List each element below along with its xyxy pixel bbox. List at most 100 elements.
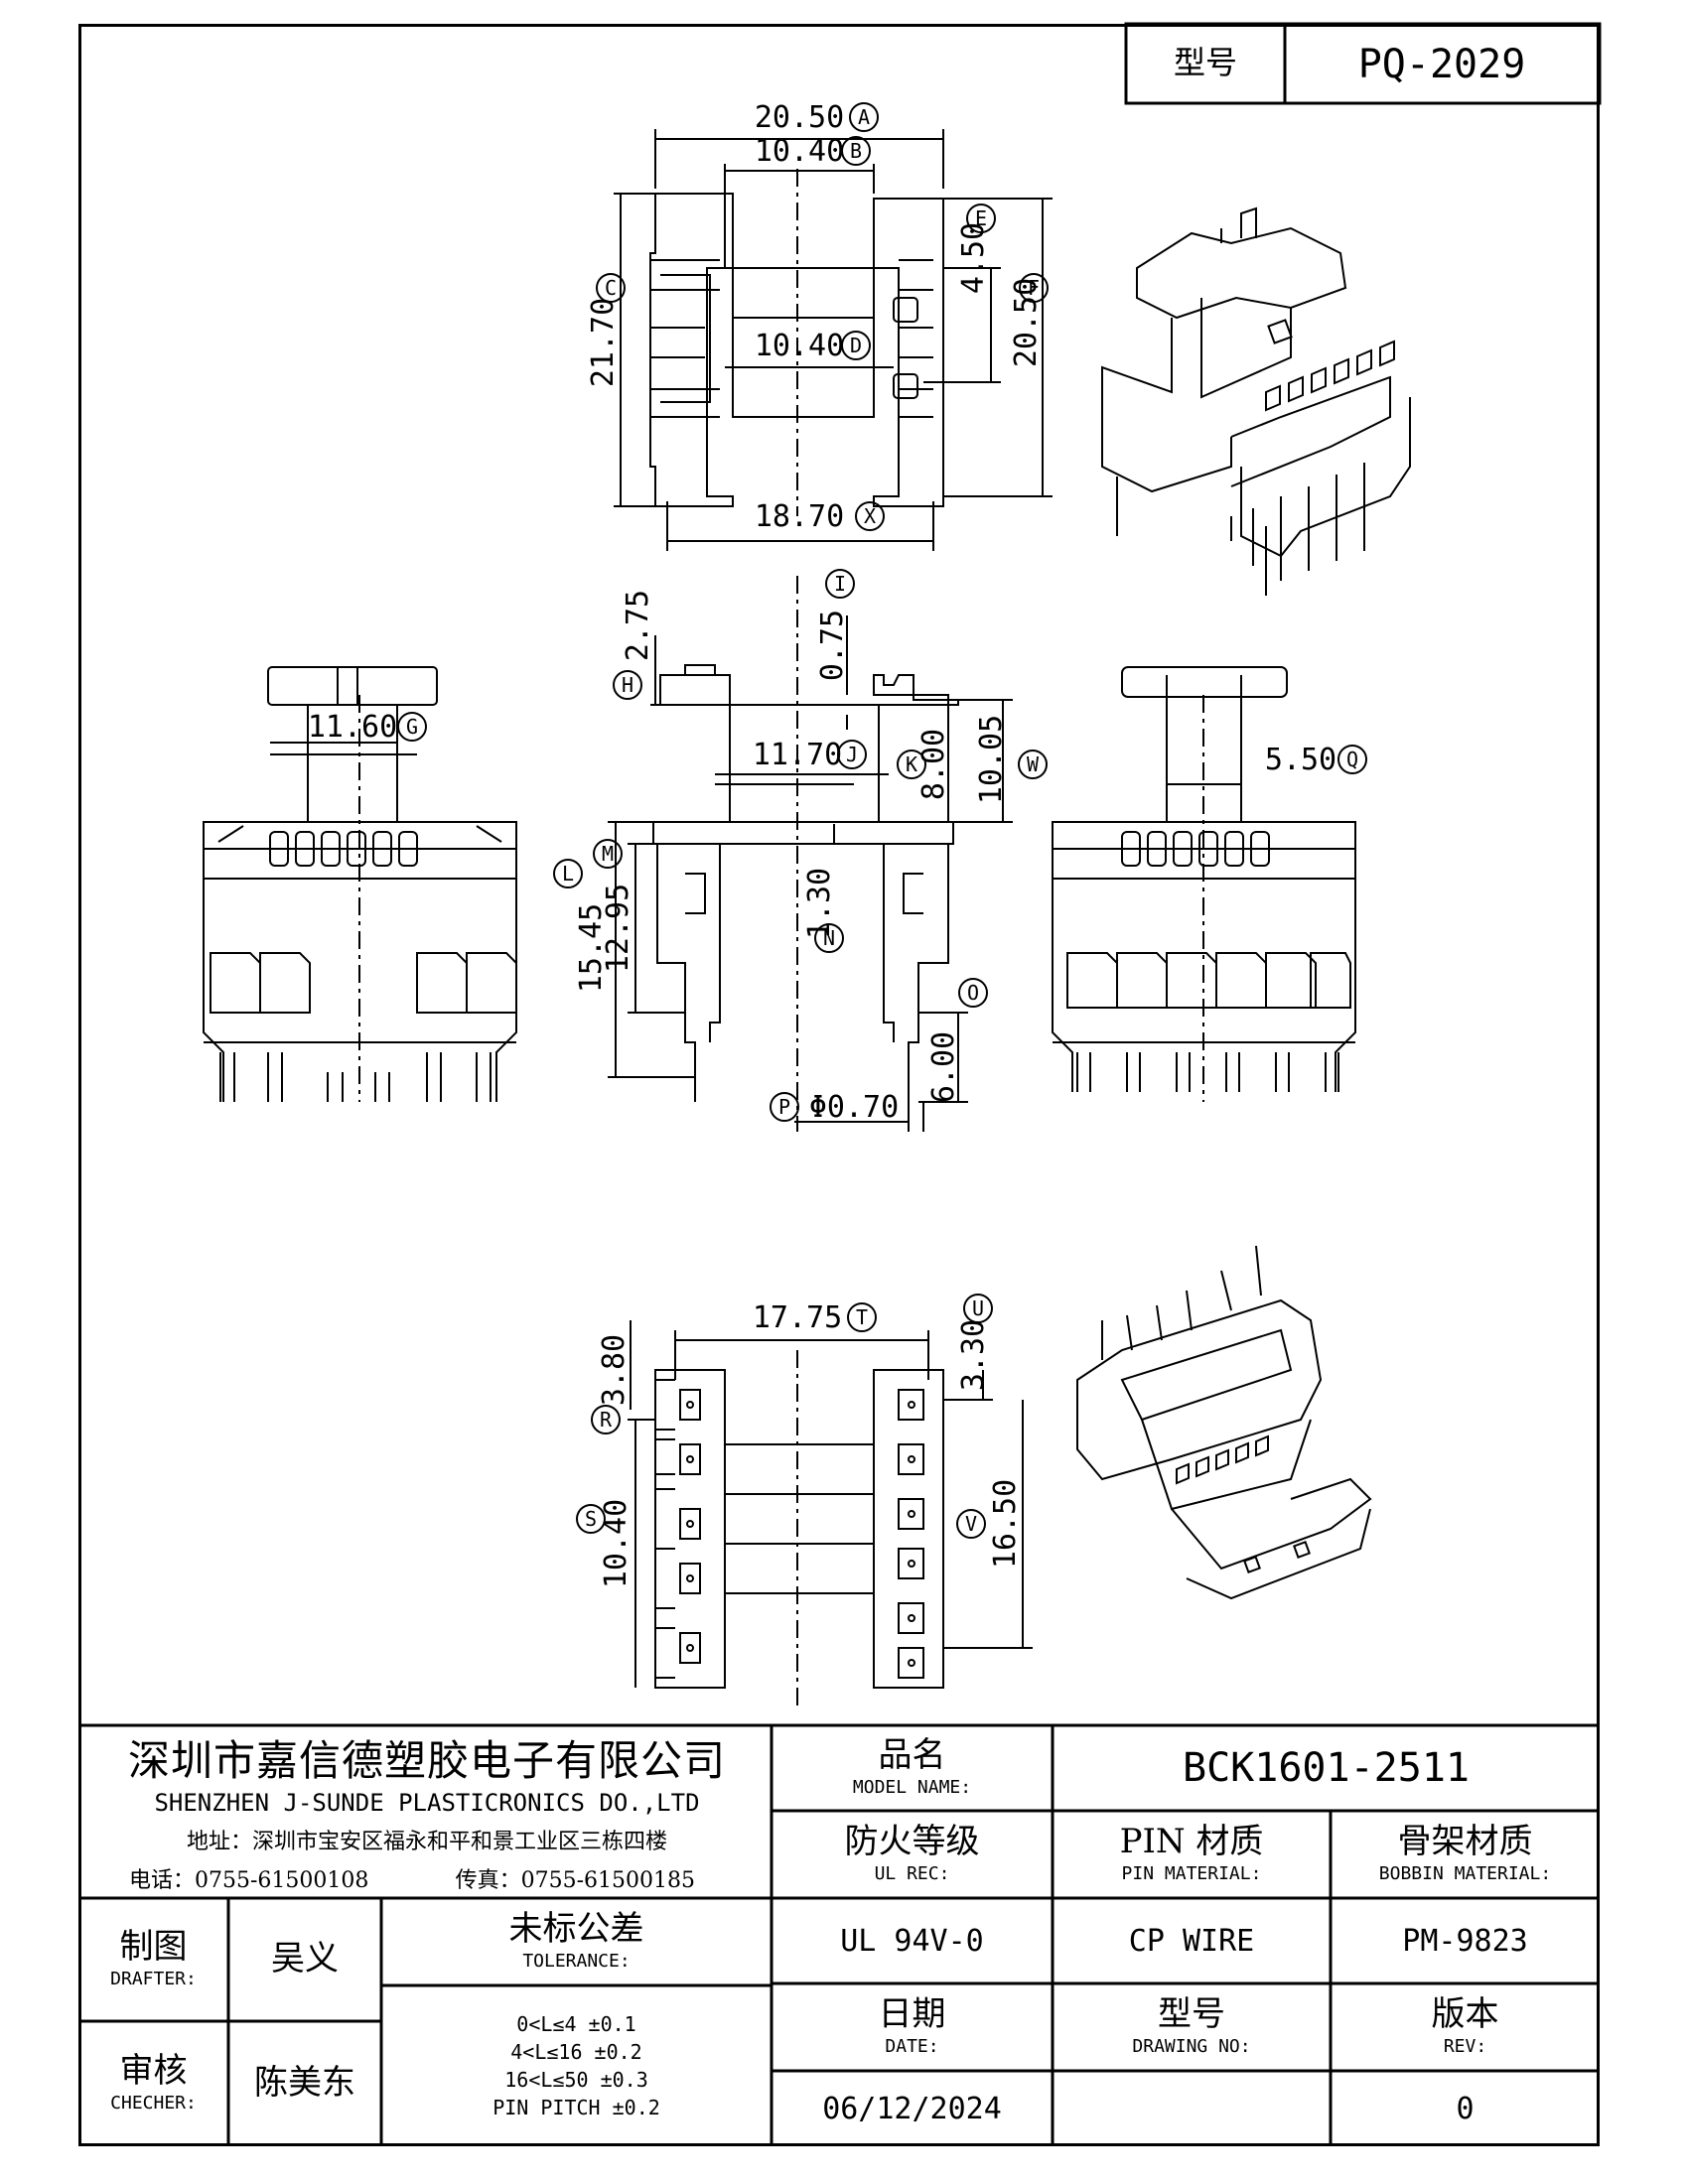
model-name-value: BCK1601-2511 xyxy=(1183,1745,1470,1791)
tolerance-label-cell: 未标公差 TOLERANCE: xyxy=(381,1898,772,1985)
dimension-letter-e: E xyxy=(975,206,987,230)
dimension-value-i: 0.75 xyxy=(815,610,850,681)
bobbin-label-cell: 骨架材质 BOBBIN MATERIAL: xyxy=(1331,1811,1600,1898)
dimension-letter-c: C xyxy=(605,276,617,300)
dimension-marker-p xyxy=(770,1092,799,1122)
iso-view-bottom xyxy=(1076,1245,1372,1600)
dimension-letter-b: B xyxy=(850,139,862,163)
dimension-letter-o: O xyxy=(967,981,979,1005)
dimension-value-g: 11.60 xyxy=(308,710,397,745)
dimension-marker-q xyxy=(1337,745,1367,774)
dimension-letter-m: M xyxy=(602,842,614,866)
bobbin-value-cell: PM-9823 xyxy=(1331,1898,1600,1983)
dimension-value-c: 21.70 xyxy=(586,298,621,387)
dimension-marker-n xyxy=(814,923,844,953)
rev-value-cell: 0 xyxy=(1331,2071,1600,2146)
rev-label-zh: 版本 xyxy=(1431,1993,1499,2034)
pin-value: CP WIRE xyxy=(1128,1923,1255,1959)
dimension-value-a: 20.50 xyxy=(755,100,844,135)
dimension-value-o: 6.00 xyxy=(926,1031,961,1103)
dimension-letter-k: K xyxy=(906,752,917,776)
dimension-value-f: 20.50 xyxy=(1009,278,1044,367)
dimension-marker-h xyxy=(613,670,642,700)
date-value: 06/12/2024 xyxy=(822,2091,1002,2126)
company-name-en-cell: SHENZHEN J-SUNDE PLASTICRONICS DO.,LTD xyxy=(89,1783,765,1817)
dimension-letter-f: F xyxy=(1028,276,1040,300)
pin-label-en: PIN MATERIAL: xyxy=(1121,1863,1262,1885)
dimension-marker-t xyxy=(847,1302,877,1332)
dimension-value-p: Φ0.70 xyxy=(809,1090,899,1125)
dimension-letter-p: P xyxy=(778,1095,790,1119)
dimension-value-d: 10.40 xyxy=(755,329,844,363)
dimension-marker-m xyxy=(593,839,623,869)
dimension-marker-g xyxy=(397,712,427,742)
dimension-marker-b xyxy=(841,136,871,166)
dimension-letter-u: U xyxy=(972,1297,984,1320)
checker-label-en: CHECHER: xyxy=(110,2093,197,2115)
company-name-zh: 深圳市嘉信德塑胶电子有限公司 xyxy=(127,1735,726,1785)
drafter-label-zh: 制图 xyxy=(119,1926,188,1967)
date-value-cell: 06/12/2024 xyxy=(772,2071,1053,2146)
dimension-value-k: 8.00 xyxy=(916,729,951,800)
dimension-value-b: 10.40 xyxy=(755,134,844,169)
dimension-marker-f xyxy=(1019,273,1049,303)
tolerance-row: 0<L≤4 ±0.1 xyxy=(516,2012,636,2036)
tolerance-row: 4<L≤16 ±0.2 xyxy=(510,2040,642,2064)
drafter-label-cell: 制图 DRAFTER: xyxy=(78,1898,228,2021)
pin-label-cell: PIN 材质 PIN MATERIAL: xyxy=(1053,1811,1331,1898)
drafter-value: 吴义 xyxy=(271,1939,339,1979)
dimension-marker-l xyxy=(553,859,583,888)
checker-value: 陈美东 xyxy=(254,2063,355,2104)
rev-label-en: REV: xyxy=(1443,2036,1487,2058)
company-name-cell: 深圳市嘉信德塑胶电子有限公司 xyxy=(89,1729,765,1785)
dimension-value-e: 4.50 xyxy=(956,222,991,294)
model-name-label-zh: 品名 xyxy=(878,1734,946,1775)
dimension-marker-c xyxy=(596,273,626,303)
title-block-grid xyxy=(78,1723,1600,2146)
bobbin-value: PM-9823 xyxy=(1402,1923,1528,1959)
dimension-marker-o xyxy=(958,978,988,1008)
dimension-letter-l: L xyxy=(562,862,574,886)
dimension-marker-x xyxy=(855,501,885,531)
checker-label-zh: 审核 xyxy=(119,2050,188,2091)
dimension-value-r: 3.80 xyxy=(597,1334,632,1406)
dimension-marker-v xyxy=(956,1509,986,1539)
dimension-letter-v: V xyxy=(965,1512,977,1536)
bobbin-label-en: BOBBIN MATERIAL: xyxy=(1378,1863,1552,1885)
dimension-letter-d: D xyxy=(850,334,862,357)
model-name-value-cell: BCK1601-2511 xyxy=(1053,1725,1600,1811)
dimension-marker-s xyxy=(576,1504,606,1534)
drawing-no-label-zh: 型号 xyxy=(1158,1993,1225,2034)
side-view-left xyxy=(203,666,517,1102)
dimension-letter-q: Q xyxy=(1346,748,1358,771)
dimension-letter-s: S xyxy=(585,1507,597,1531)
tolerance-row: PIN PITCH ±0.2 xyxy=(492,2096,660,2119)
company-address-cell: 地址：深圳市宝安区福永和平和景工业区三栋四楼 xyxy=(89,1823,765,1856)
date-label-cell: 日期 DATE: xyxy=(772,1983,1053,2071)
dimension-value-w: 10.05 xyxy=(974,715,1009,804)
dimension-letter-r: R xyxy=(600,1408,613,1432)
bottom-view xyxy=(628,1320,1033,1707)
dimension-letter-g: G xyxy=(406,715,418,739)
dimension-marker-e xyxy=(966,204,996,233)
dimension-letter-n: N xyxy=(823,926,835,950)
model-name-label-cell: 品名 MODEL NAME: xyxy=(772,1725,1053,1811)
model-header-box: 型号 PQ-2029 xyxy=(1124,22,1602,105)
rev-label-cell: 版本 REV: xyxy=(1331,1983,1600,2071)
model-header-label: 型号 xyxy=(1174,44,1237,81)
dimension-letter-t: T xyxy=(856,1305,868,1329)
company-contact-row: 电话：0755-61500108 传真：0755-61500185 xyxy=(129,1862,765,1894)
ul-value: UL 94V-0 xyxy=(840,1923,984,1959)
model-header-value: PQ-2029 xyxy=(1358,42,1526,87)
iso-view-top xyxy=(1101,206,1411,596)
tolerance-values-cell: 0<L≤4 ±0.1 4<L≤16 ±0.2 16<L≤50 ±0.3 PIN … xyxy=(381,1985,772,2146)
dimension-marker-u xyxy=(963,1294,993,1323)
drawing-no-value-cell xyxy=(1053,2071,1331,2146)
dimension-value-m: 12.95 xyxy=(601,884,635,973)
ul-label-en: UL REC: xyxy=(874,1863,950,1885)
dimension-letter-j: J xyxy=(846,743,858,766)
dimension-letter-w: W xyxy=(1027,752,1040,776)
dimension-letter-h: H xyxy=(622,673,633,697)
